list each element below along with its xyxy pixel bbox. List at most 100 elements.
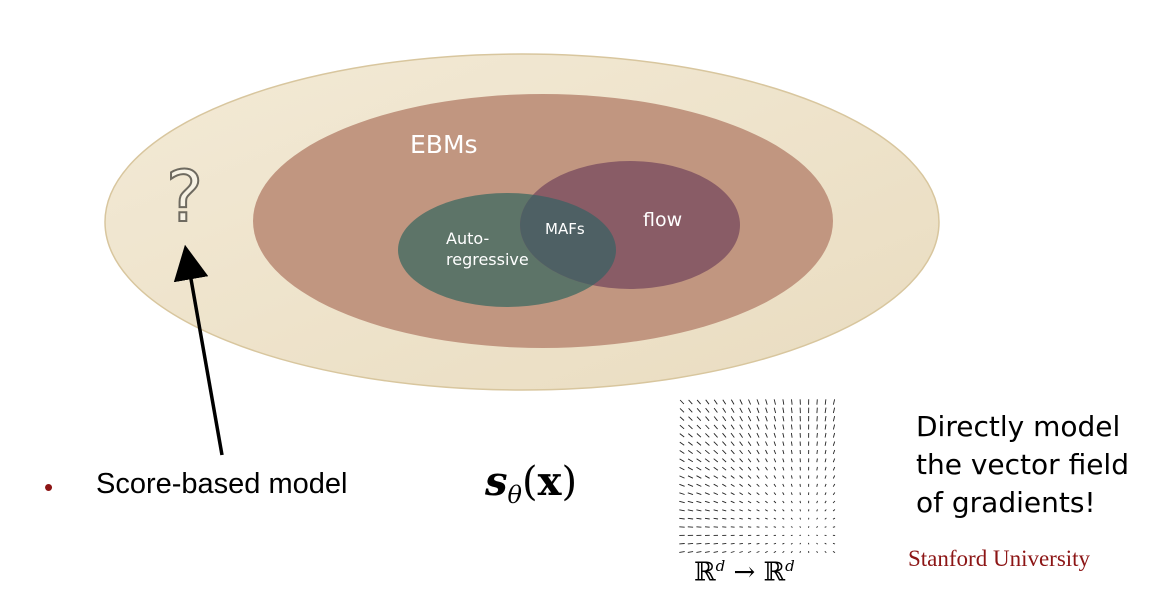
vector-field-arrow <box>747 424 752 430</box>
vector-field-arrow <box>764 492 768 496</box>
score-function-formula: sθ(x) <box>485 458 577 509</box>
vector-field-arrow <box>765 415 768 422</box>
vector-field-arrow <box>696 416 702 422</box>
vector-field-arrow <box>756 466 760 471</box>
vector-field-arrow <box>722 441 727 447</box>
vector-field-arrow <box>790 542 793 545</box>
vector-field-arrow <box>773 458 777 463</box>
vector-field-arrow <box>756 432 760 438</box>
vector-field-arrow <box>687 450 693 454</box>
vector-field-arrow <box>816 526 819 528</box>
vector-field-arrow <box>739 466 744 471</box>
vector-field-arrow <box>713 492 719 496</box>
vector-field-arrow <box>739 432 743 438</box>
vector-field-arrow <box>722 542 727 545</box>
vector-field-arrow <box>824 550 827 554</box>
vector-field-arrow <box>782 466 785 471</box>
vector-field-arrow <box>747 517 752 520</box>
vector-field-arrow <box>782 509 785 512</box>
vector-field-arrow <box>688 433 693 438</box>
vector-field-arrow <box>824 492 827 496</box>
vector-field-arrow <box>824 483 827 487</box>
formula-subscript: θ <box>507 481 522 509</box>
vector-field-arrow <box>824 449 827 455</box>
vector-field-arrow <box>722 492 727 496</box>
vector-field-arrow <box>782 449 785 455</box>
vector-field-arrow <box>713 458 719 463</box>
vector-field-arrow <box>832 475 836 479</box>
vector-field-arrow <box>730 500 735 504</box>
vector-field-arrow <box>687 475 694 479</box>
vector-field-arrow <box>782 526 785 528</box>
vector-field-arrow <box>832 526 836 528</box>
vector-field-arrow <box>730 517 735 520</box>
vector-field-arrow <box>722 500 727 504</box>
vector-field-arrow <box>739 407 743 414</box>
vector-field-arrow <box>816 458 818 463</box>
vector-field-arrow <box>782 500 785 504</box>
vector-field-arrow <box>713 424 718 430</box>
vector-field-arrow <box>696 424 702 430</box>
mapping-domain: ℝ <box>694 557 716 588</box>
vector-field-arrow <box>832 492 836 496</box>
vector-field-arrow <box>824 526 827 528</box>
vector-field-arrow <box>832 441 836 446</box>
vector-field-arrow <box>832 415 836 422</box>
vector-field-arrow <box>687 509 694 512</box>
vector-field-arrow <box>730 407 735 413</box>
vector-field-arrow <box>679 483 685 487</box>
vector-field-arrow <box>747 415 752 422</box>
vector-field-arrow <box>730 466 735 471</box>
vector-field-arrow <box>696 500 702 504</box>
vector-field-arrow <box>739 483 743 487</box>
ebm-label: EBMs <box>410 130 478 159</box>
vector-field-arrow <box>704 542 710 545</box>
score-based-model-label: Score-based model <box>96 468 348 500</box>
vector-field-arrow <box>704 492 710 496</box>
vector-field-arrow <box>679 458 685 463</box>
vector-field-arrow <box>832 432 836 438</box>
vector-field-arrow <box>816 483 818 487</box>
vector-field-arrow <box>713 399 718 405</box>
vector-field-arrow <box>722 416 727 422</box>
vector-field-arrow <box>739 475 743 479</box>
vector-field-arrow <box>765 441 768 446</box>
vector-field-arrow <box>722 449 727 455</box>
vector-field-arrow <box>832 407 836 414</box>
vector-field-arrow <box>756 509 760 512</box>
vector-field-arrow <box>773 466 777 471</box>
vector-field-arrow <box>790 407 793 414</box>
vector-field-arrow <box>816 517 818 520</box>
vector-field-arrow <box>687 492 694 496</box>
vector-field-arrow <box>696 475 702 479</box>
vector-field-arrow <box>730 475 735 479</box>
vector-field-arrow <box>816 550 818 554</box>
vector-field-arrow <box>824 399 827 405</box>
vector-field-arrow <box>765 550 768 554</box>
vector-field-arrow <box>773 526 777 528</box>
vector-field-arrow <box>679 500 685 504</box>
vector-field-arrow <box>747 407 752 413</box>
vector-field-arrow <box>756 500 760 504</box>
vector-field-arrow <box>824 466 827 471</box>
vector-field-arrow <box>679 492 685 495</box>
vector-field-arrow <box>696 399 701 405</box>
vector-field-arrow <box>704 509 710 512</box>
vector-field-arrow <box>687 542 694 545</box>
vector-field-arrow <box>816 432 818 438</box>
vector-field-arrow <box>765 458 768 463</box>
vector-field-arrow <box>773 441 777 446</box>
vector-field-arrow <box>730 424 735 430</box>
vector-field-arrow <box>739 509 743 512</box>
vector-field-arrow <box>705 407 710 413</box>
vector-field-arrow <box>679 441 685 446</box>
vector-field-arrow <box>679 408 685 413</box>
vector-field-arrow <box>756 492 760 496</box>
vector-field-arrow <box>722 399 727 405</box>
mafs-label: MAFs <box>545 220 585 238</box>
vector-field-arrow <box>756 415 760 422</box>
note-line-2: the vector field <box>916 448 1129 481</box>
vector-field-arrow <box>704 517 710 520</box>
vector-field-arrow <box>765 517 768 520</box>
vector-field-arrow <box>730 458 735 463</box>
